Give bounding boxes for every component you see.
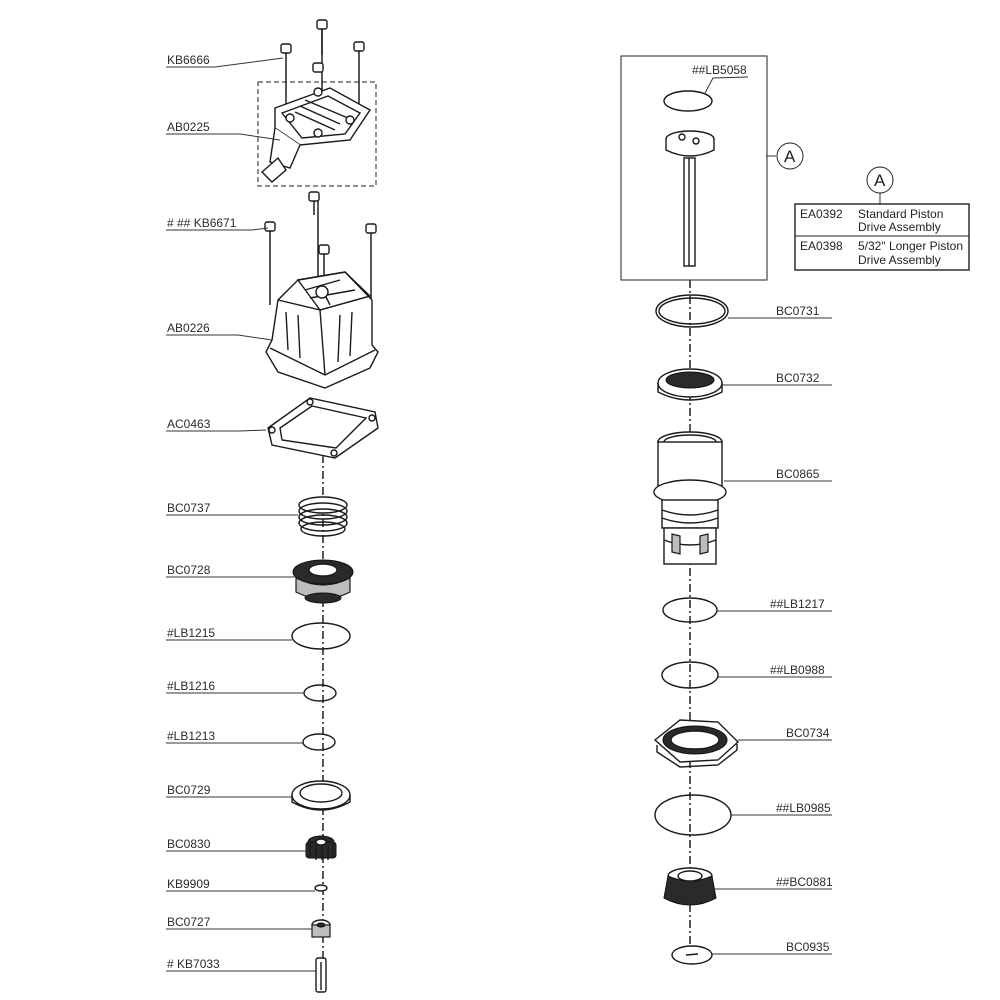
label-lb5058: ##LB5058 — [692, 63, 747, 77]
bc0729-ring — [291, 780, 351, 811]
label-bc0734: BC0734 — [786, 726, 830, 740]
bc0727-nut — [311, 919, 331, 938]
label-lb1217: ##LB1217 — [770, 597, 825, 611]
kb9909-washer — [314, 884, 328, 892]
piston-assembly-box — [620, 55, 768, 281]
assembly-table: A EA0392 Standard Piston Drive Assembly … — [794, 166, 970, 271]
ab0225-cover — [260, 87, 372, 183]
lb0988-oring — [661, 661, 719, 689]
lb1213-oring — [302, 733, 336, 751]
left-leader-lines — [166, 57, 316, 972]
bc0881-cap — [663, 867, 717, 906]
label-bc0727: BC0727 — [167, 915, 211, 929]
bc0830-gear — [305, 835, 337, 860]
label-lb1216: #LB1216 — [167, 679, 215, 693]
label-bc0881: ##BC0881 — [776, 875, 833, 889]
label-bc0729: BC0729 — [167, 783, 211, 797]
left-assembly — [166, 19, 379, 993]
row2-line1: 5/32" Longer Piston — [858, 239, 963, 253]
ac0463-gasket — [267, 397, 379, 459]
table-callout-label: A — [874, 171, 886, 190]
label-lb0985: ##LB0985 — [776, 801, 831, 815]
lb5058-oring — [663, 90, 713, 112]
ab0225-box — [257, 81, 377, 187]
label-bc0728: BC0728 — [167, 563, 211, 577]
row1-code: EA0392 — [800, 207, 843, 221]
row2-line2: Drive Assembly — [858, 253, 941, 267]
lb1216-oring — [303, 684, 337, 702]
bc0732-seal — [657, 368, 723, 401]
kb7033-bolt — [315, 957, 327, 993]
bc0737-spring — [298, 496, 348, 537]
right-leader-lines — [704, 76, 832, 955]
bc0865-cylinder — [653, 431, 727, 565]
row1-line1: Standard Piston — [858, 207, 943, 221]
label-bc0935: BC0935 — [786, 940, 830, 954]
label-bc0731: BC0731 — [776, 304, 820, 318]
label-lb1213: #LB1213 — [167, 729, 215, 743]
ab0226-housing — [265, 271, 379, 389]
label-bc0732: BC0732 — [776, 371, 820, 385]
right-assembly: A A EA0392 Standard Piston Drive Assembl… — [620, 55, 970, 965]
label-kb9909: KB9909 — [167, 877, 210, 891]
label-bc0830: BC0830 — [167, 837, 211, 851]
label-ac0463: AC0463 — [167, 417, 211, 431]
lb0985-oring — [654, 794, 732, 836]
label-ab0226: AB0226 — [167, 321, 210, 335]
row2-code: EA0398 — [800, 239, 843, 253]
kb6671-screws — [264, 191, 377, 305]
lb1215-oring — [291, 622, 351, 650]
label-kb6666: KB6666 — [167, 53, 210, 67]
lb1217-oring — [662, 597, 718, 623]
label-lb1215: #LB1215 — [167, 626, 215, 640]
bc0731-ring — [655, 294, 729, 328]
row1-line2: Drive Assembly — [858, 220, 941, 234]
bc0728-valve — [292, 559, 354, 604]
label-ab0225: AB0225 — [167, 120, 210, 134]
label-kb7033: # KB7033 — [167, 957, 220, 971]
piston-drive — [665, 130, 715, 267]
label-kb6671: # ## KB6671 — [167, 216, 237, 230]
bc0734-plate — [653, 719, 740, 768]
callout-a-label: A — [784, 147, 796, 166]
bc0935-slot — [685, 953, 699, 956]
callout-a-circle — [776, 142, 804, 170]
label-lb0988: ##LB0988 — [770, 663, 825, 677]
part-labels: KB6666 AB0225 # ## KB6671 AB0226 AC0463 … — [167, 53, 833, 971]
label-bc0865: BC0865 — [776, 467, 820, 481]
label-bc0737: BC0737 — [167, 501, 211, 515]
